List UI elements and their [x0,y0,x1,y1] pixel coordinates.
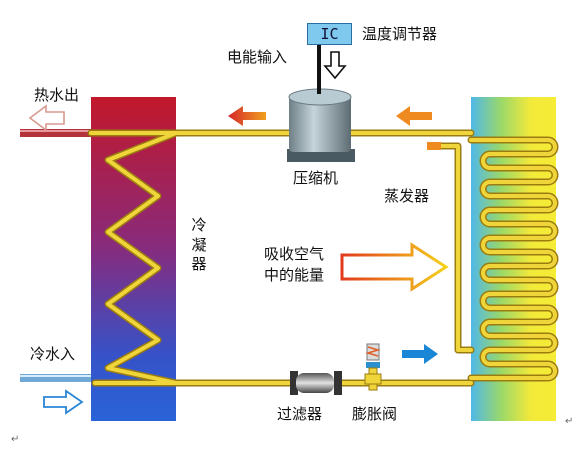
flow-arrow-red-top [228,106,266,126]
absorb-energy-label-line2: 中的能量 [264,266,325,284]
compressor-label: 压缩机 [293,169,339,187]
power-input-arrow [323,51,347,80]
evaporator-inlet-marker [427,142,441,150]
cold-water-in-label: 冷水入 [30,345,76,363]
ic-controller-box: IC [307,23,352,45]
cold-water-inlet-pipe [20,374,92,382]
paragraph-mark-right: ↵ [565,416,574,427]
flow-arrow-blue-bottom [402,344,438,364]
power-input-label: 电能输入 [227,48,288,66]
refrigerant-pipes [87,129,559,387]
hot-water-outlet-pipe [20,129,92,137]
compressor [287,44,355,162]
condenser-label: 冷凝器 [191,216,207,273]
cold-water-in-arrow [43,389,84,415]
hot-water-out-arrow [28,104,65,132]
expansion-valve [364,343,382,391]
paragraph-mark-left: ↵ [11,434,20,445]
absorb-energy-arrow [340,242,449,292]
absorb-energy-label-line1: 吸收空气 [264,245,325,263]
hot-water-out-label: 热水出 [34,86,80,104]
evaporator-label: 蒸发器 [384,187,430,205]
filter [290,371,342,395]
expansion-valve-label: 膨胀阀 [352,405,398,423]
evaporator-panel [471,97,556,421]
filter-label: 过滤器 [277,405,323,423]
thermostat-label: 温度调节器 [362,25,438,43]
flow-arrow-orange-top [396,106,432,126]
